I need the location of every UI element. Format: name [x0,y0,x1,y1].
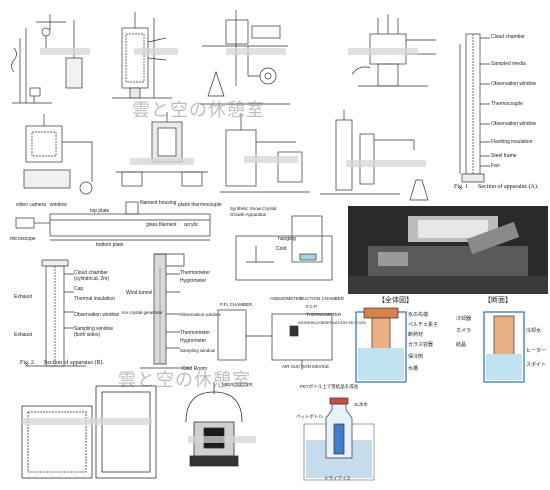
label-glass-filament: glass filament [146,222,177,228]
apparatus-photo [348,206,548,294]
jp-header-overall: 【全体図】 [378,297,413,304]
jp-apparatus-section: 【断面】 冷却器 カメラ 結晶 冷却水 ヒーター スポイト [454,297,548,388]
label-cloud-chamber: Cloud chamber [491,34,525,40]
label-sampling-window: Sampling window [74,326,113,332]
box-chamber-diagram [18,382,160,484]
label-sampling-window-t: Sampling window [180,348,216,353]
label-observation-window-b: Observation window [74,312,120,318]
snow-crystal-growth-apparatus: Synthetic Snow Crystal Growth Apparatus … [226,206,338,288]
apparatus-diagram-8 [316,110,442,204]
apparatus-section-b: Cloud chamber (cylindrical, 2m) Cap Ther… [6,256,120,376]
jp-label-9: 結晶 [456,342,467,348]
label-hygrometer-2: Hygrometer [180,338,207,344]
label-pet-bottle-title: PETボトル上で雪結晶を成長 [300,384,359,389]
label-filament-housing: filament housing [140,200,177,206]
jp-label-10: 冷却水 [526,328,542,334]
label-suction-chamber: SUCTION CHAMBER [300,296,345,301]
apparatus-diagram-3 [196,6,294,108]
label-exhaust-1: Exhaust [14,294,33,300]
jp-label-8: カメラ [456,328,472,334]
watermark-text: 雲と空の休憩室 [132,100,265,121]
blurred-text [226,48,286,55]
label-plank-thermocouple: plank thermocouple [178,202,222,208]
label-synthetic-snow-crystal: Synthetic Snow Crystal Growth Apparatus [230,206,277,217]
label-thermal-insulation: Thermal insulation [74,296,115,302]
label-cold: Cold [276,246,287,252]
label-working-section: WORKING/OBSERVATION SECTION [298,320,366,325]
apparatus-diagram-7 [218,112,314,198]
label-both-sides: (both sides) [74,332,101,338]
apparatus-diagram-horizontal: video camera window top plate filament h… [6,200,222,252]
jp-label-12: スポイト [526,362,547,368]
label-observation-window-t: Observation window [180,312,221,317]
blurred-text [188,436,256,443]
label-hanging: hanging [278,236,296,242]
label-thermocouple: Thermocouple [491,101,523,107]
label-thermometer: Thermometer [180,270,211,276]
label-pet-1: 3L氷水 [354,402,369,407]
jp-label-6: 水槽 [408,366,419,372]
jp-label-3: 断熱材 [408,332,424,338]
apparatus-diagram-1 [6,8,88,108]
label-pet-2: ペットボトル [296,414,323,419]
label-exhaust-2: Exhaust [14,332,33,338]
label-observation-window: Observation window [491,81,537,87]
jp-label-11: ヒーター [526,348,547,354]
blurred-text [348,48,418,55]
blurred-text [22,418,152,425]
jp-label-5: 保冷剤 [408,354,424,360]
label-fcp: F.C.P [306,304,318,309]
pet-bottle-apparatus: PETボトル上で雪結晶を成長 3L氷水 ペットボトル ドライアイス [294,384,384,484]
label-top-plate: top plate [90,208,110,214]
label-pfi-chamber: P.F.I CHAMBER [220,302,253,307]
label-fan: Fan [491,163,500,169]
fig1-caption-text: Section of apparatus (A). [478,184,539,190]
label-cap: Cap [74,286,84,292]
blurred-text [130,158,194,165]
label-wind-tunnel: Wind tunnel [126,290,153,296]
label-cold-room: Cold Room [182,366,208,372]
label-sampled-media: Sampled media [491,61,526,67]
label-microscope-b: MICROSCOPE [222,382,253,387]
fig2-caption-text: Section of apparatus (B). [44,360,104,366]
label-observation-window-2: Observation window [491,121,537,127]
label-cylindrical: (cylindrical, 2m) [74,276,110,282]
jp-label-2: ペルチェ素子 [408,322,439,328]
label-steel-frame: Steel frame [491,153,517,159]
label-hygrometer: Hygrometer [180,278,207,284]
blurred-text [134,48,178,55]
label-pet-3: ドライアイス [324,476,351,481]
blurred-text [346,160,426,167]
label-anemometer: ANEMOMETER [270,296,303,301]
blurred-text [244,156,298,163]
label-video-camera: video camera [16,202,47,208]
jp-label-7: 冷却器 [456,316,472,322]
blurred-text [40,48,90,55]
label-microscope: microscope [10,236,36,242]
jp-label-4: ガラス容器 [408,342,433,348]
apparatus-section-a: Cloud chamber Sampled media Observation … [456,24,548,194]
label-ice-crystal-generator: Ice crystal generator [122,310,163,315]
apparatus-diagram-5 [20,112,100,198]
fig2-caption-number: Fig. 2 [20,360,35,366]
wind-tunnel-diagram: Thermometer Hygrometer Wind tunnel Ice c… [120,248,221,378]
label-thermometer-f: THERMOMETER [306,312,342,317]
apparatus-diagram-4 [348,10,448,108]
flow-chamber-schematic: ANEMOMETER SUCTION CHAMBER F.C.P THERMOM… [212,296,366,376]
apparatus-diagram-2 [104,8,180,108]
label-air-suction-device: AIR SUCTION DEVICE [282,364,330,369]
label-window: window [50,202,67,208]
jp-apparatus-overall: 【全体図】 氷の先端 ペルチェ素子 断熱材 ガラス容器 保冷剤 水槽 [346,297,450,388]
label-bottom-plate: bottom plate [96,242,124,248]
label-flashing-insulation: Flashing insulation [491,139,533,145]
jp-label-1: 氷の先端 [408,312,429,318]
microscope-cold-chamber: MICROSCOPE [170,382,270,482]
label-acrylic: acrylic [184,222,199,228]
fig1-caption-number: Fig. 1 [454,184,469,190]
apparatus-diagram-6 [112,112,212,194]
label-thermometer-2: Thermometer [180,330,211,336]
jp-header-section: 【断面】 [484,297,512,304]
label-cloud-chamber-b: Cloud chamber [74,270,108,276]
